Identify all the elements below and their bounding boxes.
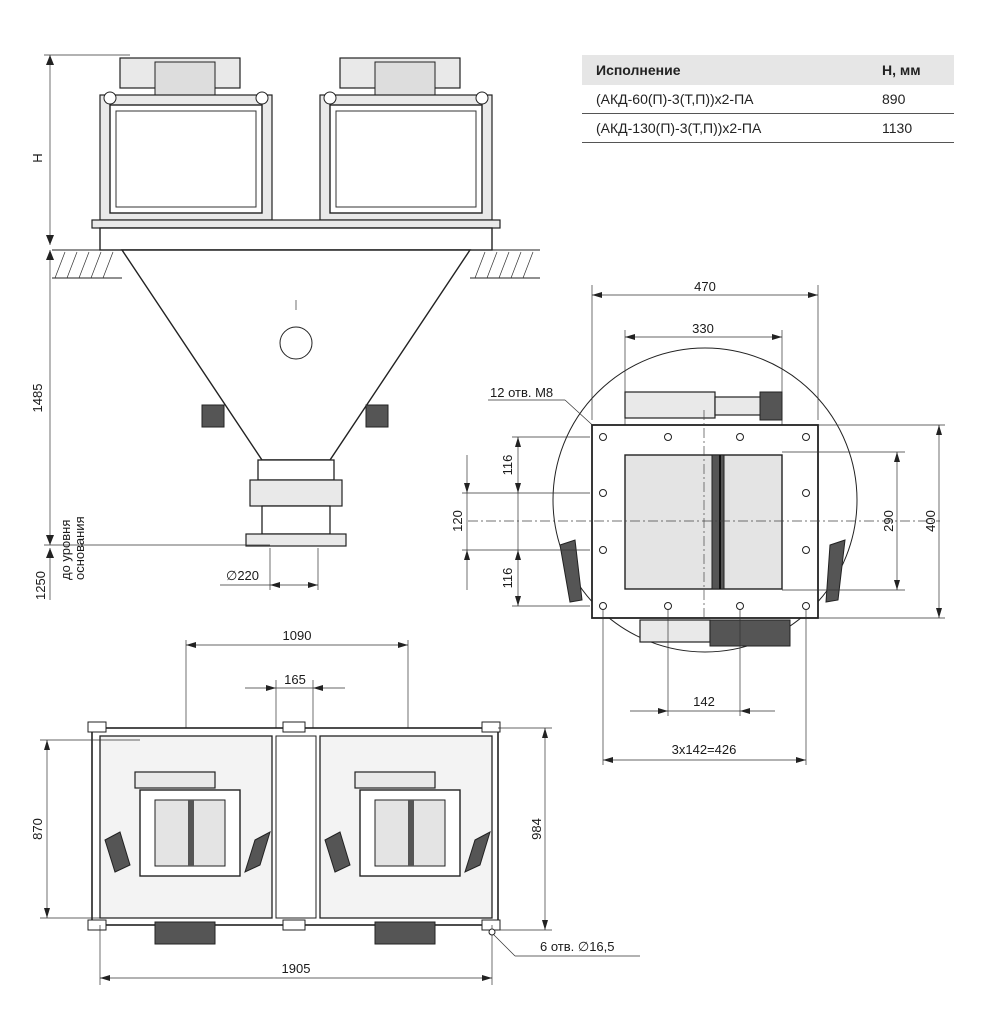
dim-165: 165 — [284, 672, 306, 687]
dim-outlet: ∅220 — [226, 568, 259, 583]
dim-1485: 1485 — [30, 384, 45, 413]
dim-120: 120 — [450, 510, 465, 532]
dim-290: 290 — [881, 510, 896, 532]
dim-116-top: 116 — [500, 455, 515, 476]
detail-view: 470 330 12 отв. М8 — [450, 279, 945, 765]
dim-1250-note-1: до уровня — [58, 520, 73, 580]
table-header-row: Исполнение H, мм — [582, 55, 954, 85]
spec-table: Исполнение H, мм (АКД-60(П)-3(Т,П))х2-ПА… — [582, 55, 954, 143]
dim-h: Н — [30, 153, 45, 162]
dim-1250-note-2: основания — [72, 516, 87, 580]
detail-holes-note: 12 отв. М8 — [490, 385, 553, 400]
table-row: (АКД-130(П)-3(Т,П))х2-ПА 1130 — [582, 113, 954, 143]
plan-holes-note: 6 отв. ∅16,5 — [540, 939, 615, 954]
header-h-mm: H, мм — [868, 55, 954, 85]
plan-view: 1090 165 — [30, 628, 640, 985]
header-execution: Исполнение — [582, 55, 868, 85]
detail-bolt-holes — [599, 433, 810, 610]
row-2-h: 1130 — [868, 113, 954, 143]
dim-1905: 1905 — [282, 961, 311, 976]
front-view: Н — [30, 54, 540, 600]
row-1-model: (АКД-60(П)-3(Т,П))х2-ПА — [582, 85, 868, 114]
floor-hatch — [52, 249, 540, 279]
dim-1090: 1090 — [283, 628, 312, 643]
row-2-model: (АКД-130(П)-3(Т,П))х2-ПА — [582, 113, 868, 143]
dim-984: 984 — [529, 818, 544, 840]
dim-400: 400 — [923, 510, 938, 532]
row-1-h: 890 — [868, 85, 954, 114]
table-row: (АКД-60(П)-3(Т,П))х2-ПА 890 — [582, 85, 954, 114]
dim-116-bottom: 116 — [500, 568, 515, 589]
dim-870: 870 — [30, 818, 45, 840]
dim-470: 470 — [694, 279, 716, 294]
dim-1250: 1250 — [33, 571, 48, 600]
dim-142: 142 — [693, 694, 715, 709]
dim-3x142: 3х142=426 — [672, 742, 737, 757]
hopper-left — [99, 57, 273, 221]
hopper-right — [319, 57, 493, 221]
dim-330: 330 — [692, 321, 714, 336]
